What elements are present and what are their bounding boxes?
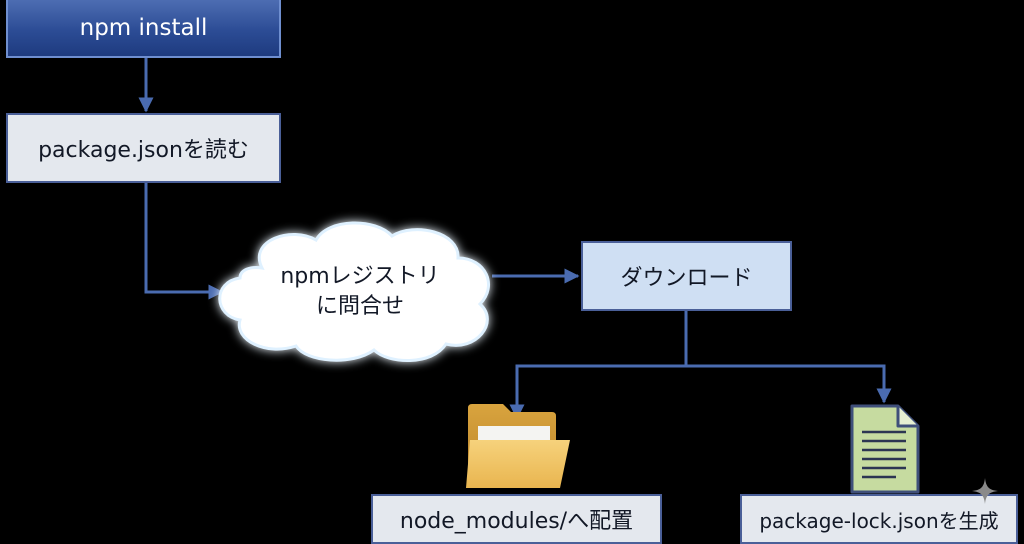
sparkle-icon [972, 478, 998, 504]
step-query-registry: npmレジストリ に問合せ [240, 248, 480, 336]
cloud-shape [218, 221, 490, 362]
arrow-to-modules [509, 364, 686, 420]
step-npm-install: npm install [6, 0, 281, 58]
step-place-node-modules: node_modules/へ配置 [371, 494, 662, 544]
step-query-registry-line2: に問合せ [315, 294, 404, 319]
step-read-package-json: package.jsonを読む [6, 113, 281, 183]
step-generate-lockfile-label: package-lock.jsonを生成 [759, 508, 999, 533]
step-query-registry-line1: npmレジストリ [280, 264, 440, 289]
step-npm-install-label: npm install [79, 15, 208, 41]
step-read-package-json-label: package.jsonを読む [38, 138, 249, 163]
step-download-label: ダウンロード [620, 266, 753, 291]
document-icon [850, 404, 920, 494]
connectors [138, 58, 892, 420]
folder-icon [466, 404, 570, 488]
step-download: ダウンロード [581, 241, 792, 311]
arrow-to-lock [686, 364, 892, 404]
step-place-node-modules-label: node_modules/へ配置 [399, 509, 634, 534]
arrow-read-to-registry [144, 183, 224, 300]
